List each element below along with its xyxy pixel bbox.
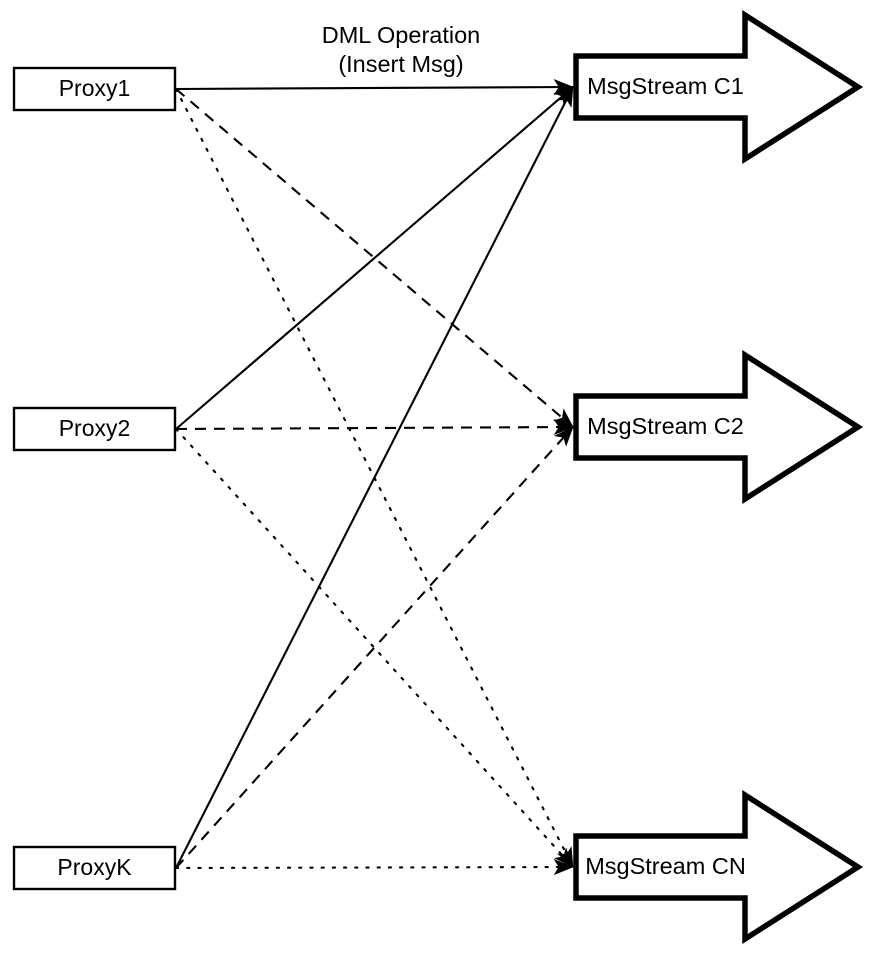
stream-label: MsgStream C2 [587, 413, 744, 439]
edge-proxy2-to-c2 [175, 419, 574, 436]
edge-line [175, 88, 574, 428]
proxy-label: Proxy2 [59, 415, 131, 441]
stream-label: MsgStream C1 [587, 73, 744, 99]
edge-proxy2-to-c1 [175, 86, 574, 430]
block-arrow-icon [573, 789, 864, 945]
edge-proxy2-to-cn [174, 427, 575, 869]
edge-proxyk-to-c2 [175, 426, 574, 869]
dml-operation-label: DML Operation (Insert Msg) [322, 22, 480, 77]
stream-node-c1[interactable]: MsgStream C1 [573, 9, 864, 165]
edge-line [175, 426, 574, 869]
stream-node-cn[interactable]: MsgStream CN [573, 789, 864, 945]
annotation-line-2: (Insert Msg) [338, 51, 463, 77]
edge-line [175, 86, 574, 430]
proxy-box [12, 845, 177, 891]
proxy-node-proxyk[interactable]: ProxyK [12, 845, 177, 891]
edges-layer [174, 79, 575, 876]
stream-node-c2[interactable]: MsgStream C2 [573, 349, 864, 505]
proxy-box [12, 406, 177, 452]
proxy-label: Proxy1 [59, 75, 131, 101]
edge-proxyk-to-c1 [175, 86, 574, 869]
edge-line [175, 86, 574, 869]
edge-proxy1-to-c2 [175, 88, 574, 428]
stream-label: MsgStream CN [585, 853, 746, 879]
block-arrow-icon [573, 349, 864, 505]
proxy-node-proxy1[interactable]: Proxy1 [12, 66, 177, 112]
edge-line [175, 419, 574, 436]
proxy-node-proxy2[interactable]: Proxy2 [12, 406, 177, 452]
annotations-layer: DML Operation (Insert Msg) [322, 22, 480, 77]
proxy-label: ProxyK [57, 854, 132, 880]
proxy-box [12, 66, 177, 112]
block-arrow-icon [573, 9, 864, 165]
stream-nodes-layer: MsgStream C1 MsgStream C2 MsgStream CN [573, 9, 864, 945]
edge-line [174, 427, 575, 869]
edge-line [175, 79, 574, 96]
edge-proxyk-to-cn [174, 858, 575, 876]
edge-line [174, 858, 575, 876]
edge-proxy1-to-c1 [175, 79, 574, 96]
annotation-line-1: DML Operation [322, 22, 480, 48]
